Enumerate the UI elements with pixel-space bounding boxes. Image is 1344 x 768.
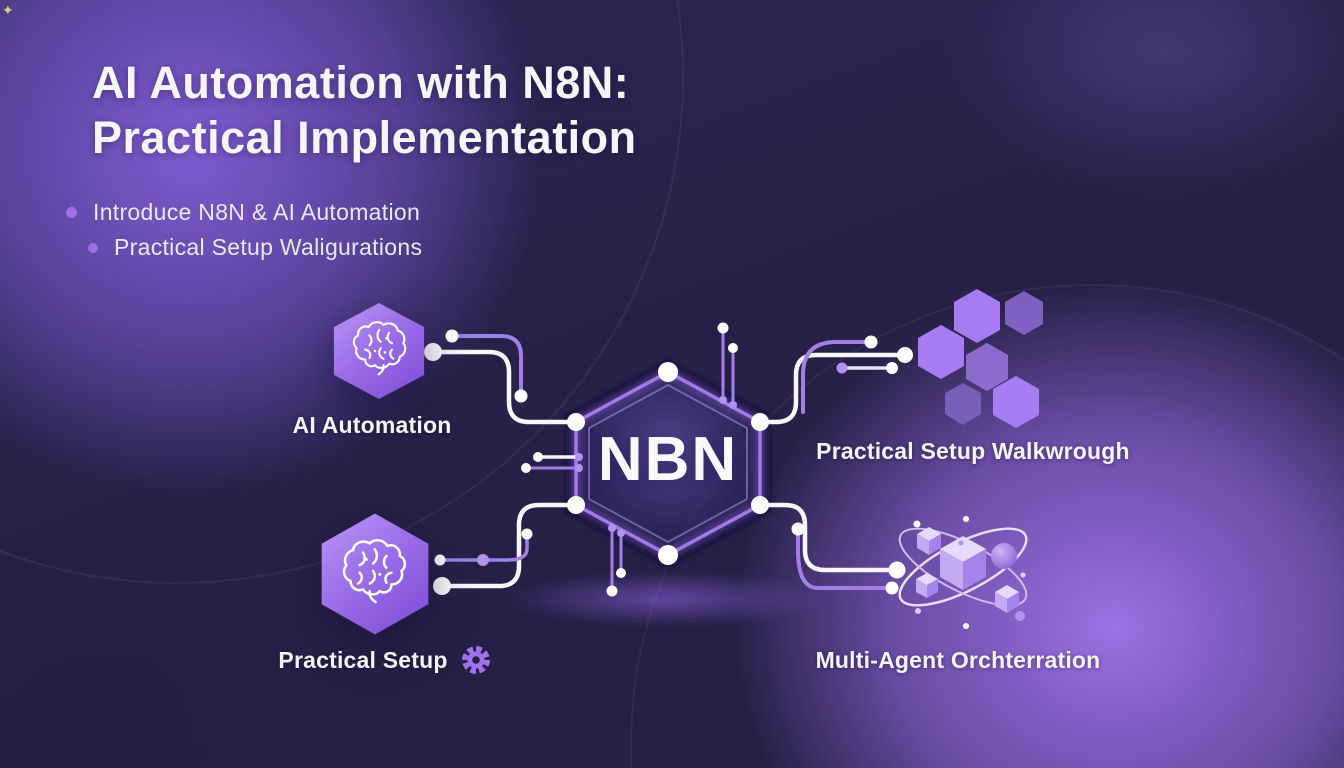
cubes-orbit-icon: [898, 516, 1028, 629]
node-label-multi-agent-orchestration: Multi-Agent Orchterration: [815, 647, 1101, 673]
hexagon-cluster-icon: [918, 289, 1043, 428]
cube-small: [916, 573, 938, 598]
center-hexagon-label: NBN: [597, 425, 739, 494]
hexagon-ground-glow: [505, 572, 829, 626]
node-label-ai-automation: AI Automation: [292, 412, 452, 438]
cube-large: [940, 536, 986, 590]
sparkle-icon: ✦: [2, 2, 14, 18]
node-practical-setup: [317, 511, 433, 637]
node-ai-automation: [330, 301, 428, 401]
center-hexagon: [564, 358, 772, 569]
list-item: Practical Setup Waligurations: [88, 234, 422, 261]
bullet-text: Practical Setup Waligurations: [114, 234, 423, 260]
bullet-dot-icon: [66, 207, 77, 218]
brain-icon: [321, 513, 429, 635]
list-item: Introduce N8N & AI Automation: [66, 199, 422, 226]
cube-small: [995, 585, 1019, 613]
title-line-2: Practical Implementation: [92, 111, 637, 163]
bullet-text: Introduce N8N & AI Automation: [93, 199, 421, 225]
node-label-text: Practical Setup: [278, 646, 448, 673]
cube-small: [917, 527, 941, 555]
title-line-1: AI Automation with N8N:: [92, 57, 630, 108]
gear-icon: [461, 646, 490, 674]
circuit-node-dots: [424, 322, 913, 597]
page-title: AI Automation with N8N: Practical Implem…: [92, 56, 637, 166]
node-label-practical-setup-walkthrough: Practical Setup Walkwrough: [816, 438, 1130, 464]
node-label-practical-setup: Practical Setup: [266, 642, 506, 678]
bullet-dot-icon: [88, 242, 98, 253]
brain-circuit-icon: [333, 303, 425, 399]
connector-lines-purple: [438, 328, 892, 592]
bullet-list: Introduce N8N & AI Automation Practical …: [66, 199, 422, 269]
